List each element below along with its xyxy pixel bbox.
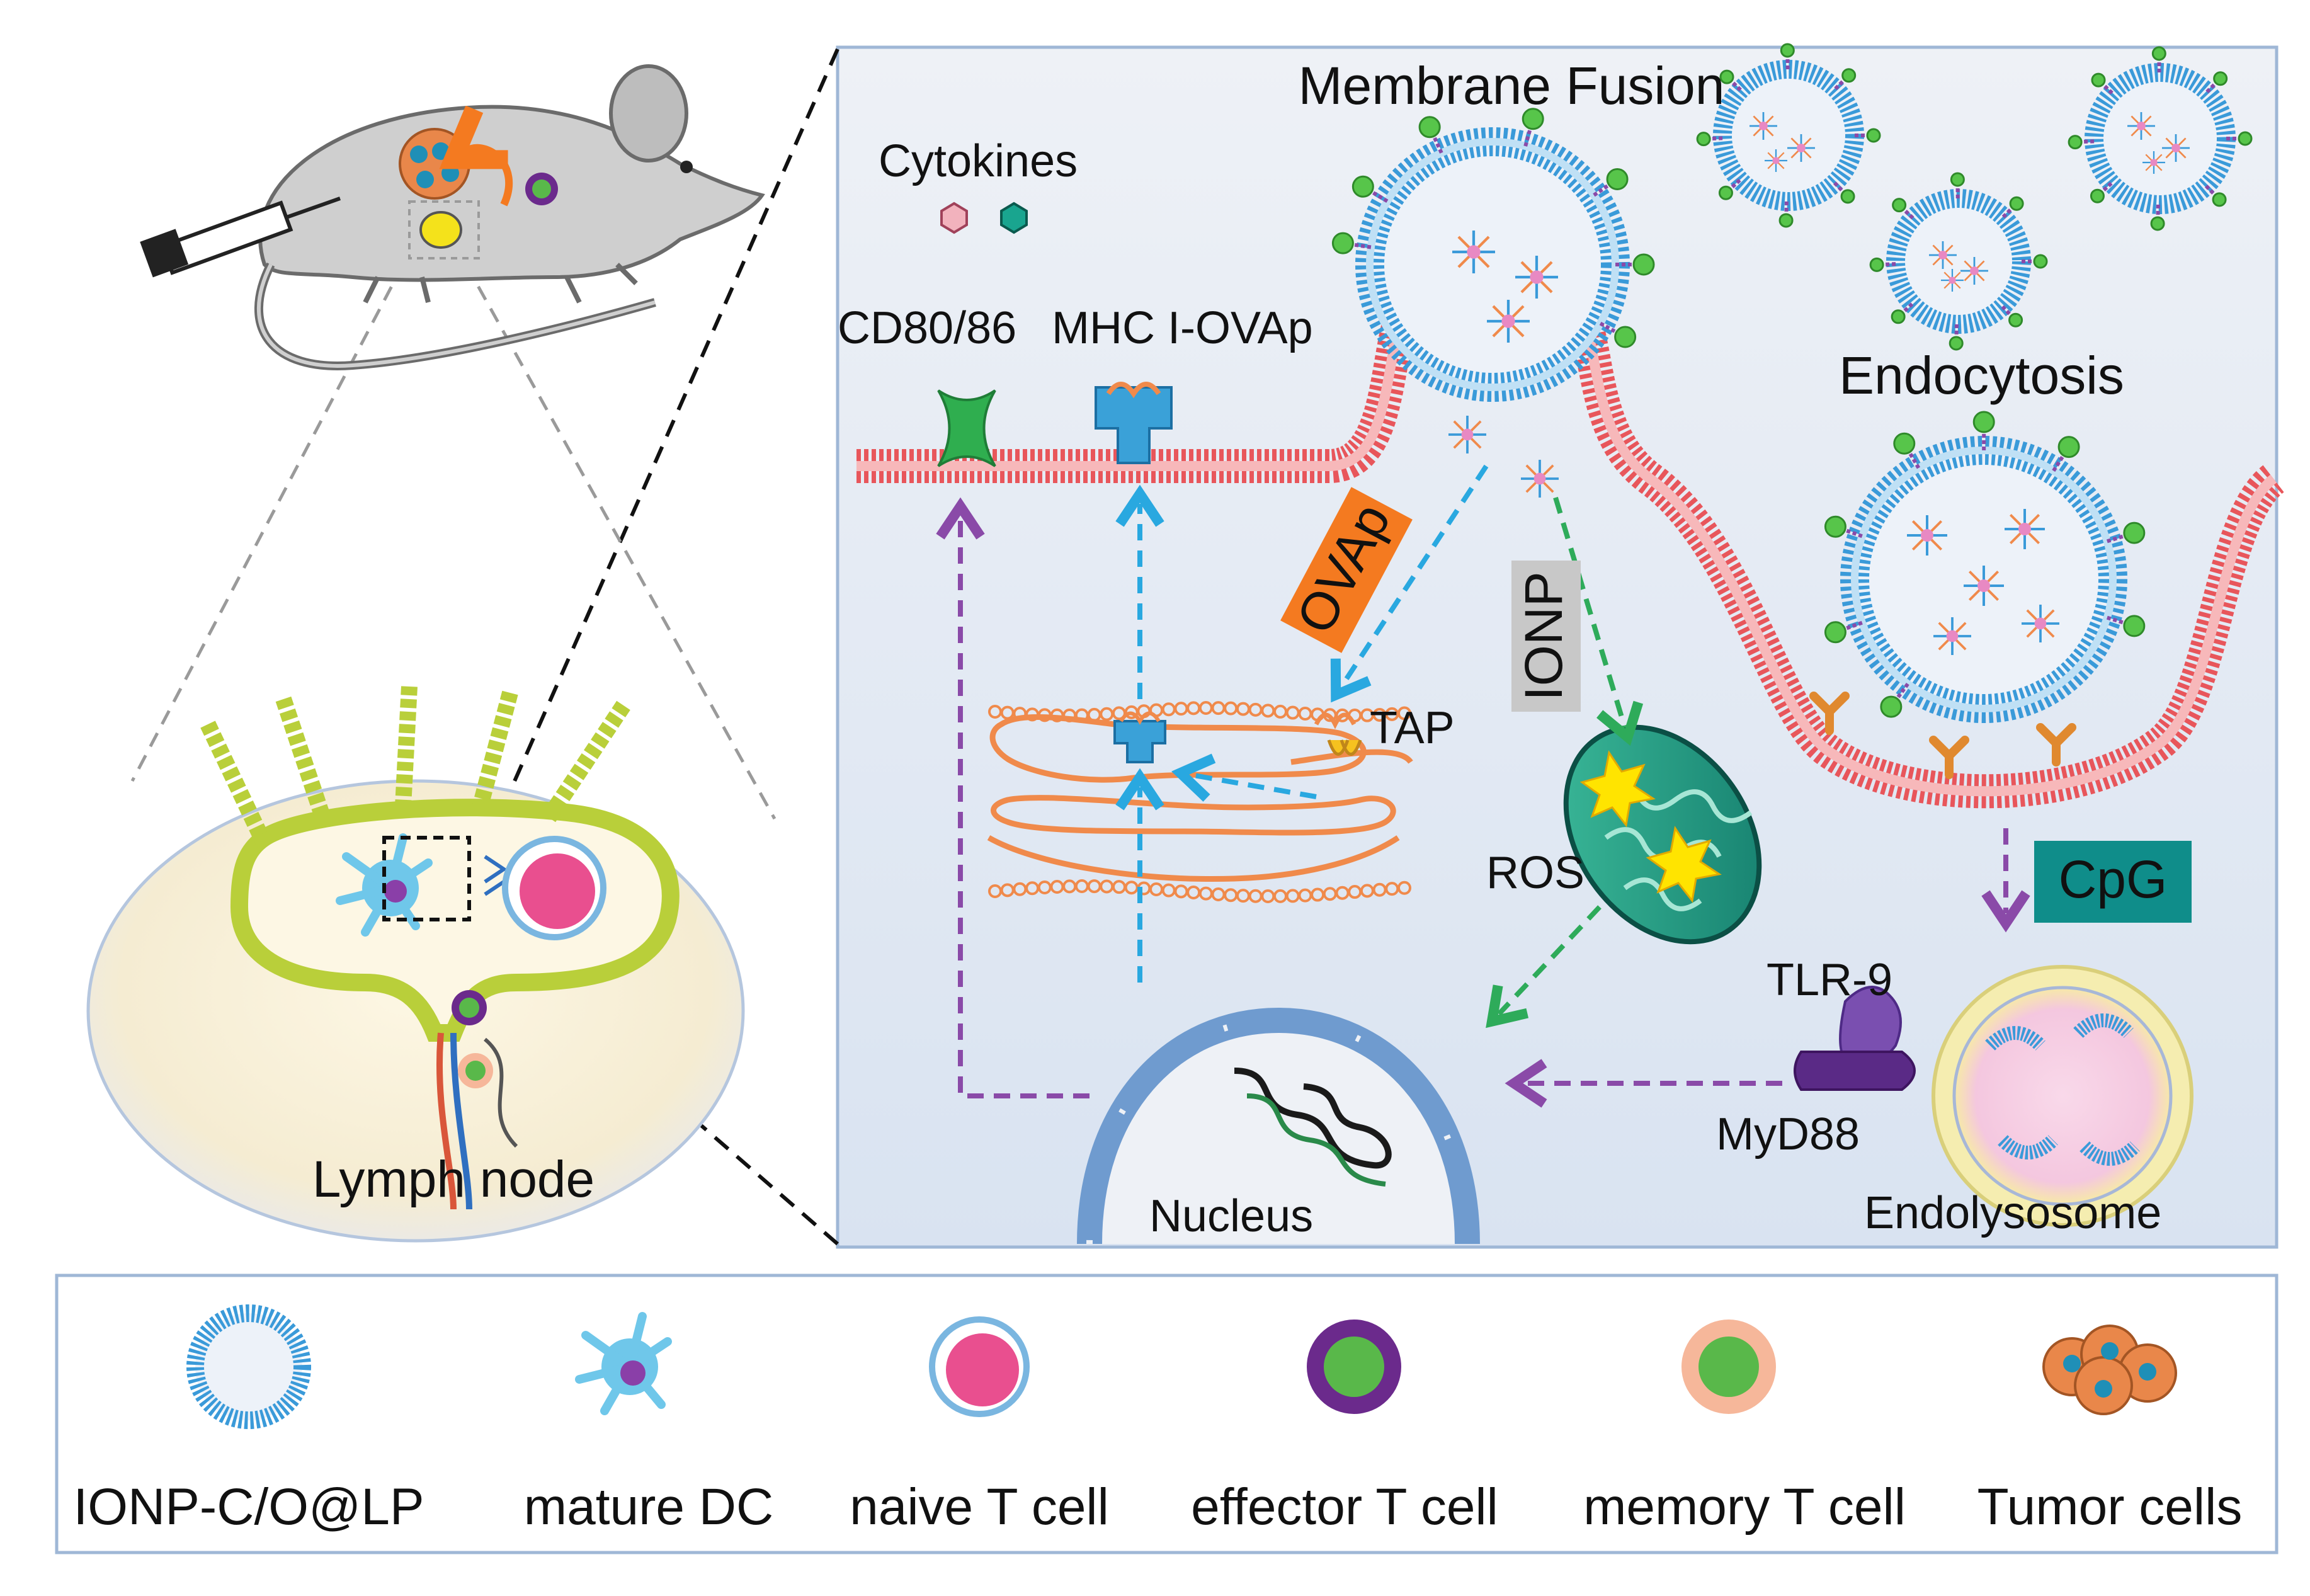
ionp-particle-icon: [2142, 151, 2165, 174]
nucleus-label: Nucleus: [1149, 1191, 1313, 1241]
legend-memory-t-cell-icon: [1681, 1320, 1776, 1414]
fusing-liposome: [1370, 142, 1615, 387]
cpg-label: CpG: [2059, 850, 2168, 909]
tlr9-label: TLR-9: [1767, 955, 1892, 1005]
legend-label-liposome: IONP-C/O@LP: [73, 1478, 424, 1536]
ionp-particle-icon: [1960, 257, 1988, 285]
ionp-particle-icon: [1941, 269, 1964, 292]
tap-label: TAP: [1370, 703, 1455, 753]
legend-label-memory-t-cell: memory T cell: [1583, 1478, 1906, 1536]
ionp-particle-icon: [1487, 300, 1530, 343]
myd88-label: MyD88: [1716, 1109, 1860, 1160]
naive-t-cell-small-icon: [505, 839, 603, 937]
endocytosis-label: Endocytosis: [1839, 346, 2124, 405]
mhc-label: MHC I-OVAp: [1052, 303, 1313, 353]
cd80-label: CD80/86: [838, 303, 1016, 353]
ionp-particle-icon: [1452, 231, 1495, 273]
lymph-effector-cell-icon: [452, 990, 487, 1025]
membrane-fusion-label: Membrane Fusion: [1299, 56, 1725, 115]
legend-label-tumor-cells: Tumor cells: [1977, 1478, 2243, 1536]
ionp-particle-icon: [1929, 241, 1957, 269]
ionp-particle-icon: [1933, 617, 1971, 655]
cytokines-label: Cytokines: [879, 136, 1078, 186]
lymph-node-title: Lymph node: [312, 1151, 595, 1208]
legend-label-naive-t-cell: naive T cell: [850, 1478, 1109, 1536]
ionp-particle-icon: [1448, 416, 1486, 453]
lymph-memory-cell-icon: [458, 1053, 493, 1088]
legend-naive-t-cell-icon: [932, 1320, 1027, 1414]
tumor-cells-icon: [400, 129, 469, 198]
ionp-particle-icon: [2005, 509, 2045, 549]
ionp-particle-icon: [1907, 515, 1947, 556]
ionp-particle-icon: [2022, 605, 2059, 642]
legend-label-mature-dc: mature DC: [524, 1478, 773, 1536]
cpg-label-box: CpG: [2034, 841, 2192, 923]
legend-label-effector-t-cell: effector T cell: [1191, 1478, 1498, 1536]
ionp-particle-icon: [1964, 566, 2004, 606]
ros-label: ROS: [1486, 848, 1585, 898]
ionp-particle-icon: [1515, 256, 1558, 299]
legend-liposome-icon: [195, 1313, 302, 1420]
mouse-illustration: [259, 66, 762, 366]
ionp-particle-icon: [1787, 134, 1815, 162]
effector-t-cell-small-icon: [525, 173, 558, 205]
ionp-particle-icon: [2127, 112, 2155, 140]
ionp-particle-icon: [2162, 134, 2190, 162]
ionp-particle-icon: [1750, 112, 1777, 140]
ionp-label-box: IONP: [1511, 561, 1581, 712]
endolysosome-label: Endolysosome: [1864, 1188, 2161, 1238]
legend-effector-t-cell-icon: [1307, 1320, 1401, 1414]
ionp-particle-icon: [1521, 460, 1559, 498]
myd88-adapter-icon: [1795, 1052, 1915, 1090]
ionp-label: IONP: [1514, 571, 1573, 700]
endolysosome-icon: [1933, 967, 2192, 1225]
ionp-particle-icon: [1765, 149, 1787, 172]
